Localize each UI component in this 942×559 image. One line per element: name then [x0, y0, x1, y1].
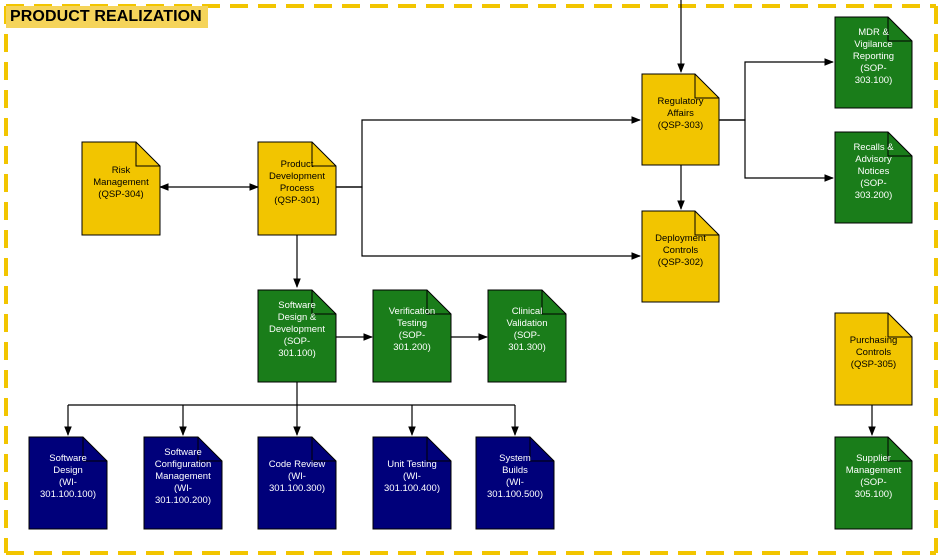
doc-fold-software-design-dev [311, 290, 336, 315]
doc-fold-supplier-management [887, 437, 912, 462]
documents-layer [28, 16, 913, 530]
doc-fold-purchasing-controls [887, 313, 912, 338]
title-banner: PRODUCT REALIZATION [6, 6, 208, 28]
page-title: PRODUCT REALIZATION [10, 8, 202, 25]
doc-fold-wi-software-design [82, 437, 107, 462]
doc-fold-recalls-advisory [887, 132, 912, 157]
doc-fold-deployment-controls [694, 211, 719, 236]
doc-shape-wi-code-review [257, 436, 337, 530]
doc-fold-wi-software-config [197, 437, 222, 462]
connector-regulatory-to-mdr [719, 58, 834, 121]
doc-fold-wi-unit-testing [426, 437, 451, 462]
doc-shape-wi-system-builds [475, 436, 555, 530]
doc-shape-supplier-management [834, 436, 913, 530]
doc-shape-clinical-validation [487, 289, 567, 383]
doc-fold-mdr-vigilance [887, 17, 912, 42]
connector-product-to-deployment [336, 186, 641, 260]
connectors [64, 0, 876, 436]
doc-shape-verification-testing [372, 289, 452, 383]
doc-shape-mdr-vigilance [834, 16, 913, 109]
doc-shape-wi-software-config [143, 436, 223, 530]
doc-shape-purchasing-controls [834, 312, 913, 406]
doc-shape-software-design-dev [257, 289, 337, 383]
doc-fold-wi-system-builds [529, 437, 554, 462]
doc-fold-wi-code-review [311, 437, 336, 462]
doc-fold-product-development [311, 142, 336, 167]
doc-shape-regulatory-affairs [641, 73, 720, 166]
doc-shape-deployment-controls [641, 210, 720, 303]
connector-product-to-regulatory [336, 116, 641, 188]
doc-shape-recalls-advisory [834, 131, 913, 224]
doc-fold-verification-testing [426, 290, 451, 315]
doc-fold-risk-management [135, 142, 160, 167]
doc-fold-clinical-validation [541, 290, 566, 315]
doc-fold-regulatory-affairs [694, 74, 719, 99]
doc-shape-product-development [257, 141, 337, 236]
doc-shape-wi-software-design [28, 436, 108, 530]
doc-shape-risk-management [81, 141, 161, 236]
connector-regulatory-to-recalls [719, 119, 834, 182]
doc-shape-wi-unit-testing [372, 436, 452, 530]
